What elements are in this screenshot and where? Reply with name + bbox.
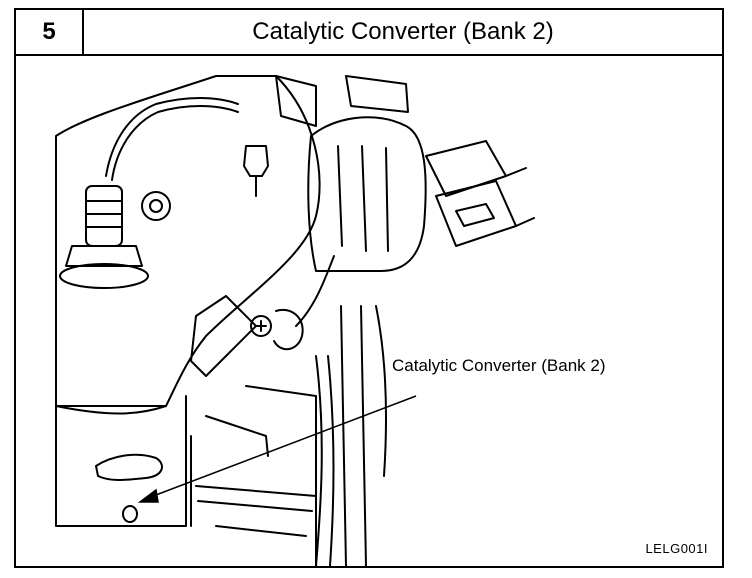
- figure-title: Catalytic Converter (Bank 2): [252, 18, 554, 45]
- mounting-bracket: [190, 295, 257, 377]
- callout-leader: [137, 395, 417, 503]
- figure-frame: 5 Catalytic Converter (Bank 2): [14, 8, 724, 568]
- manifold-outline: [55, 75, 321, 407]
- figure-code: LELG001I: [645, 541, 708, 556]
- oxygen-sensor-wire: [105, 97, 239, 177]
- exhaust-pipe: [245, 385, 317, 566]
- callout-label: Catalytic Converter (Bank 2): [392, 356, 606, 375]
- figure-header: 5 Catalytic Converter (Bank 2): [16, 10, 722, 56]
- lower-housing: [55, 405, 187, 527]
- engine-line-drawing: Catalytic Converter (Bank 2) LELG001I: [16, 56, 722, 566]
- engine-illustration: [55, 75, 535, 566]
- heat-shield: [307, 116, 427, 272]
- step-number: 5: [16, 10, 84, 54]
- oxygen-sensor-body: [85, 185, 123, 247]
